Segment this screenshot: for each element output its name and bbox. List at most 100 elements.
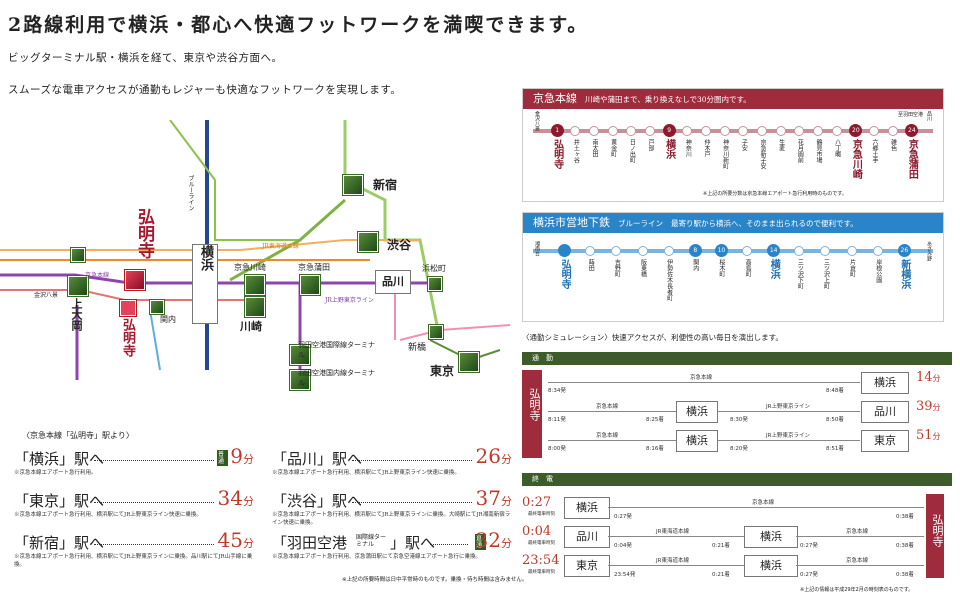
keikyu-station-dot: [757, 126, 767, 136]
dest-station: 東京: [861, 430, 909, 452]
last-time: 0:04: [522, 524, 552, 539]
subway-station-dot: 8: [688, 244, 702, 257]
arr-time: 8:48着: [826, 388, 844, 394]
mid-arr: 8:25着: [646, 417, 664, 423]
route-line: [548, 440, 676, 441]
keikyu-station-dot: [719, 126, 730, 136]
dest-station: 横浜: [861, 372, 909, 394]
subway-station-name: 蒔田: [587, 259, 595, 271]
keikyu-station-name: 花月園前: [796, 139, 804, 163]
subway-station-name: 横浜: [768, 259, 780, 279]
fare-badge: 直通: [475, 534, 486, 550]
route-line: [548, 382, 860, 383]
keikyu-station-dot: [738, 126, 749, 136]
commute-minutes: 39分: [916, 399, 941, 414]
subway-station-name: 三ツ沢下町: [796, 259, 804, 289]
last-bar: 終 電: [522, 473, 952, 486]
subway-station-dot: 14: [767, 244, 781, 257]
line-name: JR東海道本線: [656, 529, 689, 535]
last-arr: 0:38着: [896, 514, 914, 520]
subway-station-name: 関内: [691, 259, 699, 271]
kawasaki-marker: [245, 297, 265, 317]
keikyu-kawasaki-marker: [245, 275, 265, 295]
haneda-intl-label: 羽田空港国際線ターミナル: [298, 341, 375, 359]
subway-station-dot: [820, 246, 831, 256]
last-time: 0:27: [522, 495, 552, 510]
subway-terminal: あざみ野: [926, 241, 932, 261]
fare-note: ※京急本線エアポート急行利用、横浜駅にてJR上野東京ライン快速に乗換。: [14, 512, 202, 518]
last-dep: 23:54発: [614, 572, 636, 578]
fare-footnote: ※上記の所要時間は日中平常時のものです。乗換・待ち時間は含みません。: [342, 577, 528, 583]
subtitle-2: スムーズな電車アクセスが通勤もレジャーも快適なフットワークを実現します。: [8, 84, 402, 96]
commute-minutes-num: 39: [916, 399, 933, 414]
shinbashi-marker: [429, 325, 443, 339]
route-line: [608, 565, 744, 566]
keikyu-station-name: 南太田: [591, 139, 598, 157]
yamanote-line-west: [343, 120, 442, 341]
fare-minutes-num: 37: [475, 486, 501, 510]
commute-minutes-unit: 分: [932, 374, 941, 383]
mid-dep: 8:30発: [730, 417, 748, 423]
last-arr: 0:38着: [896, 543, 914, 549]
subway-station-name: 高島町: [744, 259, 752, 277]
last-dep: 0:04発: [614, 543, 632, 549]
from-station: 横浜: [564, 497, 610, 519]
keikyu-station-dot: [626, 126, 637, 136]
keikyu-station-name: 鶴見市場: [815, 139, 822, 163]
subway-station-dot: 10: [714, 244, 728, 257]
keikyu-station-dot: [682, 126, 693, 136]
fare-dots: [352, 460, 472, 461]
subway-title: 横浜市営地下鉄: [533, 216, 610, 229]
dep-time: 8:11発: [548, 417, 566, 423]
fare-minutes-unit: 分: [243, 453, 254, 466]
kannai-label: 関内: [160, 315, 176, 324]
line2-name: JR上野東京ライン: [766, 433, 810, 439]
haneda-dom-marker: [290, 370, 310, 390]
keikyu-station-name: 黄金町: [609, 139, 617, 157]
dest-station: 品川: [861, 401, 909, 423]
keikyu-station-dot: 9: [662, 124, 676, 137]
yokohama-label: 横浜: [198, 245, 213, 271]
subway-station-name: 阪東橋: [639, 259, 647, 277]
origin-box: 弘明寺: [522, 370, 542, 458]
subway-panel: 横浜市営地下鉄ブルーライン最寄り駅から横浜へ、そのまま出られるので便利です。 湘…: [522, 212, 944, 322]
keikyu-line-bar: [533, 129, 933, 133]
keikyu-station-name: 京急蒲田: [906, 139, 918, 179]
subway-station-name: 伊勢佐木長者町: [665, 259, 673, 301]
keikyu-station-dot: 20: [849, 124, 863, 137]
keikyu-title: 京急本線: [533, 92, 577, 105]
keikyu-header: 京急本線川崎や蒲田まで、乗り換えなしで30分圏内です。: [523, 89, 943, 109]
line2-name: 京急本線: [846, 558, 869, 564]
line-name: JR東海道本線: [656, 558, 689, 564]
kanazawa-marker: [71, 248, 85, 262]
commute-minutes-unit: 分: [932, 403, 941, 412]
dest-label: 弘明寺: [931, 514, 944, 547]
gumyoji-label: 弘明寺: [134, 208, 154, 259]
fare-minutes: 9分: [230, 444, 254, 468]
shonan-shinjuku-line: [229, 198, 346, 282]
origin-label: 弘明寺: [528, 388, 541, 421]
hamamatsucho-label: 浜松町: [422, 264, 446, 273]
sim-title: 〈通勤シミュレーション〉快速アクセスが、利便性の高い毎日を演出します。: [522, 333, 783, 342]
fare-minutes-unit: 分: [501, 453, 512, 466]
keikyu-station-dot: [607, 126, 618, 136]
mid-arr: 0:21着: [712, 543, 730, 549]
line-name: 京急本線: [596, 404, 619, 410]
fare-minutes-unit: 分: [243, 537, 254, 550]
keikyu-station-name: 日ノ出町: [628, 139, 636, 163]
arr-time: 8:50着: [826, 417, 844, 423]
mid-station: 横浜: [676, 401, 718, 423]
keikyu-note: ※上記の所要分数は京急本線エアポート急行利用時のものです。: [703, 191, 847, 197]
keikyu-station-name: 横浜: [663, 139, 675, 159]
fare-intro: 〈京急本線「弘明寺」駅より〉: [22, 431, 134, 440]
shinbashi-label: 新橋: [408, 343, 427, 353]
line2-name: 京急本線: [846, 529, 869, 535]
subway-station-name: 岸根公園: [874, 259, 882, 283]
keikyu-station-name: 六郷土手: [871, 139, 878, 163]
keikyu-station-dot: [645, 126, 655, 136]
tokyo-marker: [459, 352, 479, 372]
dep-time: 8:00発: [548, 446, 566, 452]
last-sub: 最終電車時刻: [528, 512, 555, 517]
